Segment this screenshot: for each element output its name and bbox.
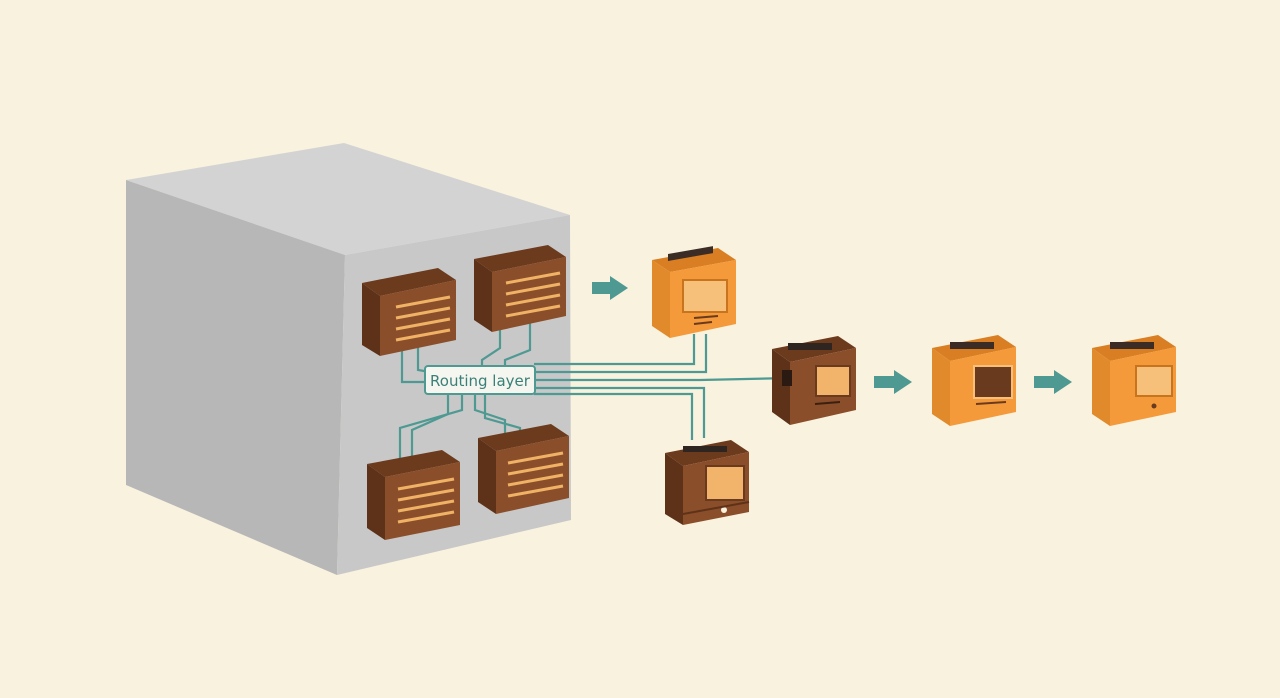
connector-module-bl — [398, 394, 464, 466]
service-bottom-brown — [665, 440, 750, 525]
connector-module-br-b — [473, 394, 507, 440]
module-top-left — [362, 268, 456, 356]
module-bottom-left — [367, 450, 460, 540]
connector-to-service-low — [534, 392, 694, 440]
module-top-right — [474, 245, 566, 332]
arrow-icon — [592, 276, 628, 300]
connector-to-service-top — [534, 334, 696, 366]
service-orange-middle-right — [932, 335, 1016, 426]
connector-module-tr-b — [503, 318, 532, 368]
arrow-icon — [874, 370, 912, 394]
service-top-orange — [652, 246, 736, 338]
service-middle-brown — [772, 336, 856, 425]
arrow-icon — [1034, 370, 1072, 394]
connector-to-service-mid — [534, 376, 791, 382]
routing-layer-frame — [424, 365, 536, 395]
connector-module-bl-b — [410, 394, 450, 462]
monolith-top-face — [126, 143, 570, 255]
connector-to-service-top-b — [534, 334, 708, 374]
monolith-side-face — [126, 180, 345, 575]
routing-layer-box: Routing layer — [424, 365, 536, 395]
connector-module-tl — [400, 342, 428, 384]
module-bottom-right — [478, 424, 569, 514]
service-orange-far-right — [1092, 335, 1176, 426]
routing-layer-label: Routing layer — [430, 372, 531, 390]
connector-to-service-mid-b — [534, 386, 706, 438]
